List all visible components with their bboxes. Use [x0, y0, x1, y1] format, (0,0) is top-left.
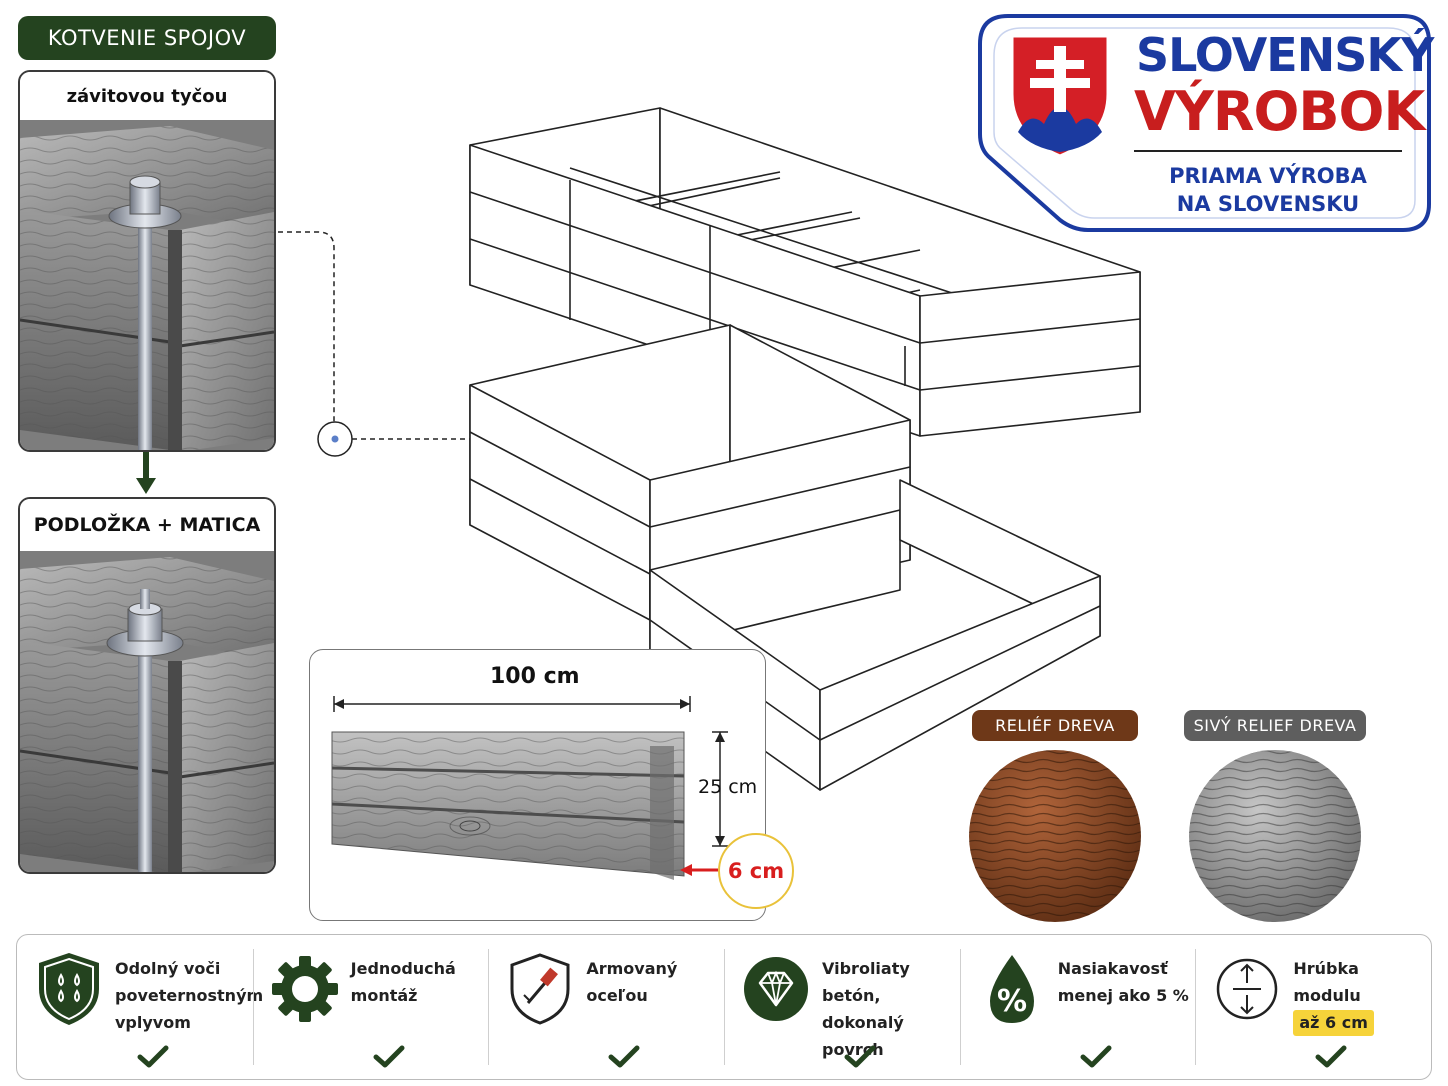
joint-rod-illustration	[20, 120, 274, 450]
check-icon	[844, 1045, 876, 1068]
badge-title-line2: VÝROBOK	[1134, 80, 1425, 143]
feature-easy-assembly: Jednoduchá montáž	[252, 935, 489, 1079]
feature-vibrocast-concrete: Vibroliaty betón, dokonalý povrch	[724, 935, 960, 1079]
feature-text: Nasiakavosť menej ako 5 %	[1057, 959, 1189, 1005]
check-icon	[1080, 1045, 1112, 1068]
feature-text: Vibroliaty betón, dokonalý povrch	[822, 959, 910, 1059]
module-thickness-label: 6 cm	[718, 833, 794, 909]
concrete-panel-illustration	[331, 731, 685, 880]
wood-relief-swatch	[969, 750, 1141, 922]
features-strip: Odolný voči poveternostným vplyvom Jedno…	[16, 934, 1432, 1080]
gear-icon	[271, 956, 338, 1022]
steel-shield-icon	[510, 953, 570, 1025]
feature-text: Armovaný oceľou	[586, 959, 678, 1005]
texture-label-grey-wood-relief: SIVÝ RELIEF DREVA	[1184, 710, 1366, 741]
module-length-label: 100 cm	[490, 664, 580, 689]
texture-label-wood-relief: RELIÉF DREVA	[972, 710, 1138, 741]
check-icon	[373, 1045, 405, 1068]
slovak-coat-of-arms-icon	[1010, 34, 1110, 158]
down-arrow-icon	[136, 452, 156, 494]
slovak-product-badge: SLOVENSKÝ VÝROBOK PRIAMA VÝROBA NA SLOVE…	[978, 14, 1434, 232]
raised-bed-drawing	[469, 107, 1141, 791]
grey-wood-relief-swatch	[1189, 750, 1361, 922]
check-icon	[608, 1045, 640, 1068]
check-icon	[1315, 1045, 1347, 1068]
thickness-arrows-icon	[1217, 958, 1278, 1020]
feature-low-absorption: % Nasiakavosť menej ako 5 %	[959, 935, 1196, 1079]
module-dimensions-card: 100 cm 25 cm 6 cm	[309, 649, 794, 921]
diamond-icon	[744, 957, 809, 1021]
joint-step2-caption: PODLOŽKA + MATICA	[20, 499, 274, 551]
weather-shield-icon	[39, 953, 99, 1025]
thickness-highlight: až 6 cm	[1293, 1010, 1374, 1036]
feature-text: Jednoduchá montáž	[350, 959, 456, 1005]
badge-title-line1: SLOVENSKÝ	[1136, 28, 1434, 82]
check-icon	[137, 1045, 169, 1068]
joint-step2-card: PODLOŽKA + MATICA	[18, 497, 276, 874]
joint-nut-illustration	[20, 551, 274, 872]
feature-weather-resistant: Odolný voči poveternostným vplyvom	[17, 935, 263, 1079]
svg-text:%: %	[997, 984, 1027, 1019]
badge-divider	[1134, 150, 1402, 152]
feature-module-thickness: Hrúbka modulu až 6 cm	[1195, 935, 1431, 1079]
joint-heading: KOTVENIE SPOJOV	[18, 16, 276, 60]
joint-step1-card: závitovou tyčou	[18, 70, 276, 452]
badge-subtitle-line1: PRIAMA VÝROBA	[1169, 164, 1367, 188]
module-height-label: 25 cm	[698, 776, 758, 798]
feature-steel-reinforced: Armovaný oceľou	[488, 935, 724, 1079]
feature-text: Odolný voči poveternostným vplyvom	[115, 959, 264, 1032]
percent-drop-icon: %	[989, 955, 1034, 1023]
feature-text: Hrúbka modulu až 6 cm	[1293, 955, 1431, 1036]
joint-step1-caption: závitovou tyčou	[20, 72, 274, 120]
badge-subtitle-line2: NA SLOVENSKU	[1176, 192, 1360, 216]
